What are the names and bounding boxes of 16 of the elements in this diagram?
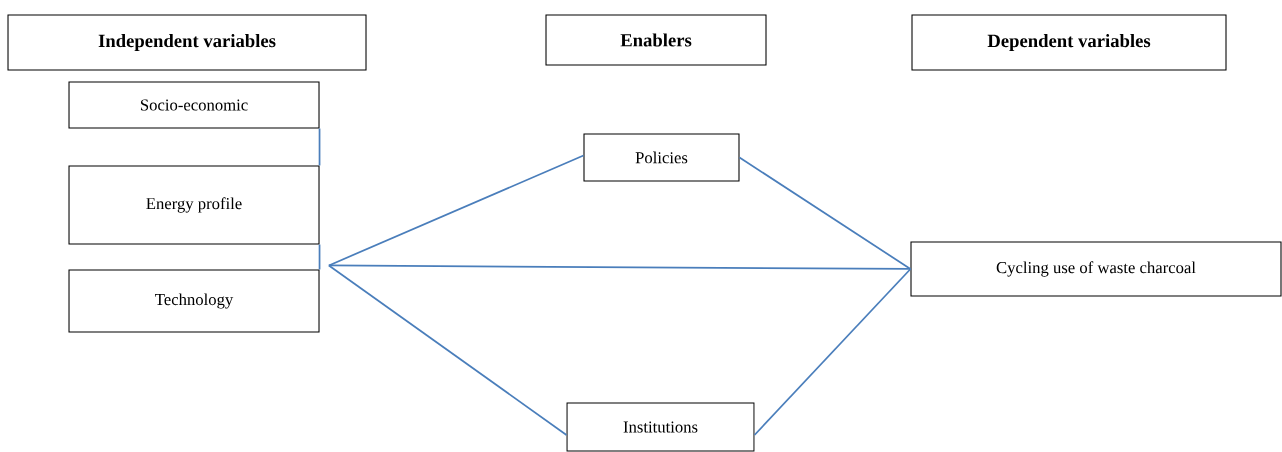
text-box: Socio-economic — [68, 81, 320, 129]
connector-line — [738, 156, 912, 270]
text-box: Policies — [583, 133, 740, 182]
text-box: Institutions — [566, 402, 755, 452]
text-box: Technology — [68, 269, 320, 333]
connector-line — [328, 264, 568, 436]
connector-line — [318, 243, 321, 271]
heading-box: Independent variables — [7, 14, 367, 71]
text-box: Cycling use of waste charcoal — [910, 241, 1282, 297]
connector-line — [328, 264, 912, 270]
connector-line — [753, 268, 912, 436]
heading-box: Enablers — [545, 14, 767, 66]
heading-box: Dependent variables — [911, 14, 1227, 71]
text-box: Energy profile — [68, 165, 320, 245]
connector-line — [318, 127, 321, 167]
connector-line — [328, 154, 585, 267]
